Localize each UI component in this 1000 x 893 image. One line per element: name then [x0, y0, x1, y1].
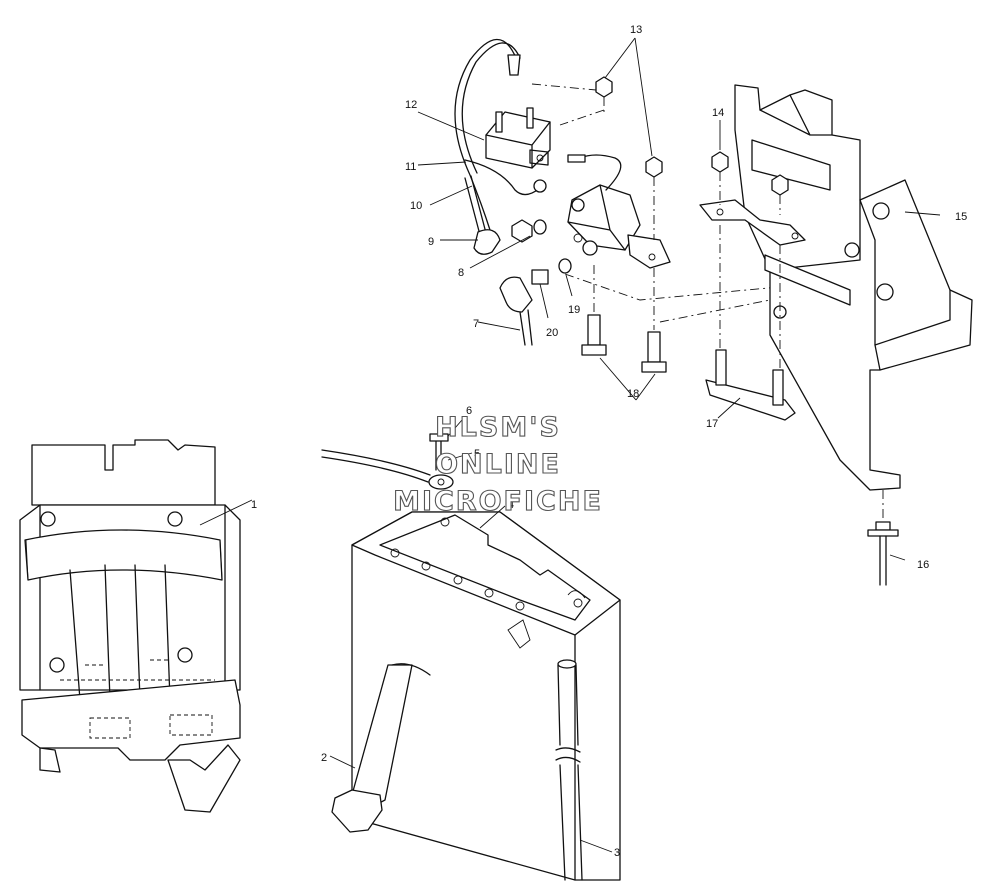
hold-down-strap-drawing — [329, 663, 431, 833]
callout-1: 1 — [251, 499, 257, 511]
callout-15: 15 — [955, 211, 967, 223]
callout-17: 17 — [706, 418, 718, 430]
solenoid-assembly-drawing — [417, 37, 801, 401]
battery-cable-drawing — [321, 419, 506, 529]
mount-bracket-drawing — [699, 84, 973, 586]
callout-11: 11 — [405, 161, 416, 173]
callout-9: 9 — [428, 236, 434, 248]
battery-drawing — [351, 511, 621, 881]
callout-7: 7 — [473, 318, 479, 330]
callout-labels: 1 2 3 4 5 6 7 8 9 10 11 12 13 14 15 16 1… — [251, 24, 967, 859]
vent-tube-drawing — [555, 659, 613, 881]
callout-12: 12 — [405, 99, 417, 111]
callout-4: 4 — [508, 499, 514, 511]
callout-13: 13 — [630, 24, 642, 36]
callout-10: 10 — [410, 200, 422, 212]
callout-14: 14 — [712, 107, 724, 119]
callout-19: 19 — [568, 304, 580, 316]
watermark-line-2: ONLINE — [435, 449, 561, 480]
callout-2: 2 — [321, 752, 327, 764]
watermark-line-3: MICROFICHE — [393, 486, 603, 517]
callout-18: 18 — [627, 388, 639, 400]
battery-holder-drawing — [19, 439, 253, 813]
callout-6: 6 — [466, 405, 472, 417]
callout-16: 16 — [917, 559, 929, 571]
callout-8: 8 — [458, 267, 464, 279]
watermark: HLSM'S ONLINE MICROFICHE — [393, 411, 603, 517]
callout-20: 20 — [546, 327, 558, 339]
callout-3: 3 — [614, 847, 620, 859]
callout-5: 5 — [474, 448, 480, 460]
watermark-line-1: HLSM'S — [435, 412, 561, 443]
